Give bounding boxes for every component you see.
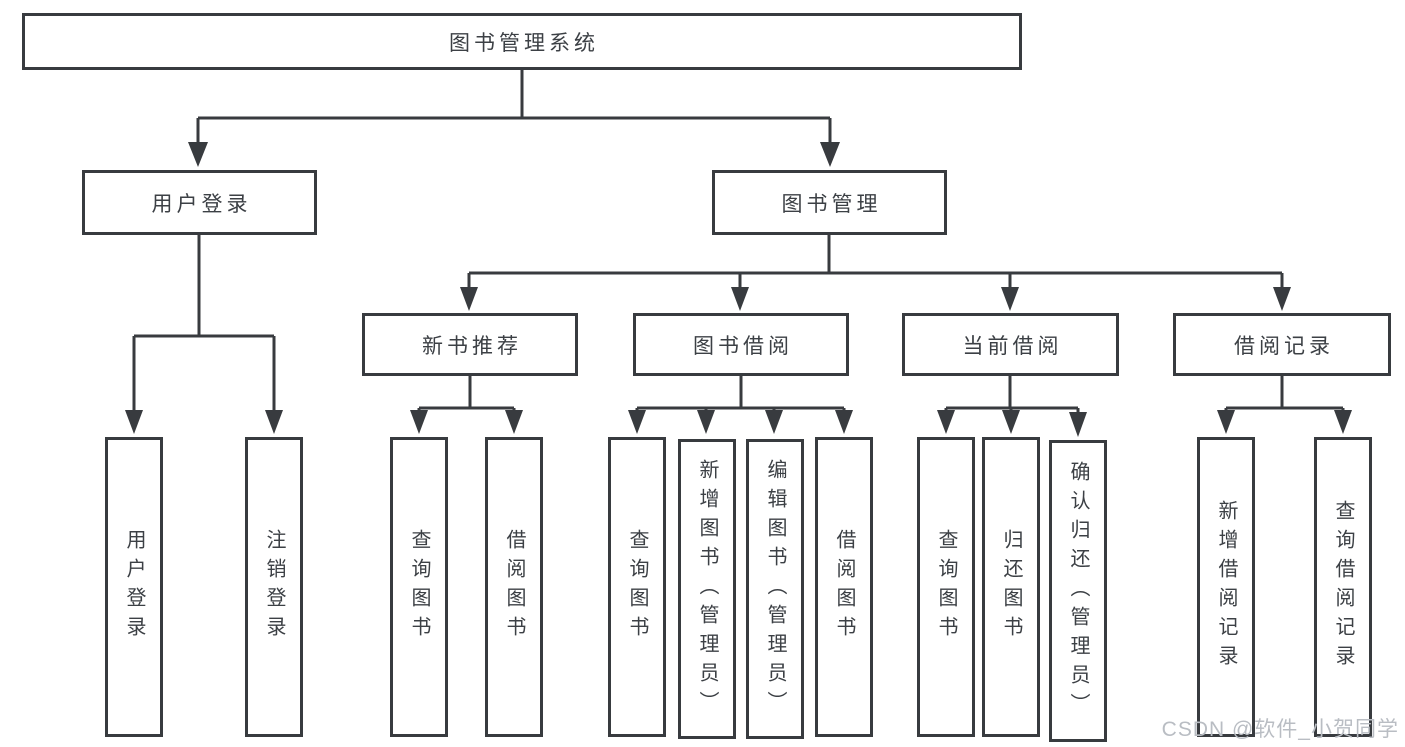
- arrow-down-icon: [505, 410, 523, 434]
- arrow-down-icon: [1069, 412, 1087, 437]
- arrow-down-icon: [835, 410, 853, 434]
- node-current-borrow-label: 当前借阅: [962, 334, 1063, 358]
- arrow-down-icon: [765, 410, 783, 434]
- node-root: 图书管理系统: [22, 13, 1022, 70]
- arrow-down-icon: [628, 410, 646, 434]
- arrow-down-icon: [1217, 410, 1235, 434]
- arrow-down-icon: [1002, 410, 1020, 434]
- arrow-down-icon: [125, 410, 143, 434]
- arrowheads: [125, 142, 1352, 437]
- leaf-confirm-return-admin: 确认归还（管理员）: [1049, 440, 1107, 742]
- leaf-user-login-label: 用户登录: [123, 529, 145, 645]
- arrow-down-icon: [1001, 287, 1019, 311]
- arrow-down-icon: [188, 142, 208, 167]
- leaf-logout-label: 注销登录: [263, 529, 285, 645]
- leaf-borrow-books-recommend-label: 借阅图书: [503, 529, 525, 645]
- leaf-confirm-return-admin-label: 确认归还（管理员）: [1067, 460, 1089, 722]
- node-book-management: 图书管理: [712, 170, 947, 235]
- leaf-query-borrow-record: 查询借阅记录: [1314, 437, 1372, 737]
- leaf-query-books-current-label: 查询图书: [935, 529, 957, 645]
- leaf-query-books-current: 查询图书: [917, 437, 975, 737]
- csdn-watermark: CSDN @软件_小贺同学: [1161, 718, 1399, 741]
- connector-book-management: [467, 235, 1284, 288]
- node-user-login-label: 用户登录: [151, 192, 252, 216]
- arrow-down-icon: [460, 287, 478, 311]
- leaf-add-book-admin: 新增图书（管理员）: [678, 439, 736, 739]
- node-current-borrow: 当前借阅: [902, 313, 1119, 376]
- node-book-management-label: 图书管理: [781, 192, 882, 216]
- arrow-down-icon: [697, 410, 715, 434]
- leaf-query-books-borrow: 查询图书: [608, 437, 666, 737]
- connector-current-borrow: [944, 376, 1080, 413]
- leaf-add-borrow-record: 新增借阅记录: [1197, 437, 1255, 737]
- leaf-edit-book-admin-label: 编辑图书（管理员）: [764, 458, 786, 720]
- node-new-book-recommend: 新书推荐: [362, 313, 578, 376]
- arrow-down-icon: [265, 410, 283, 434]
- arrow-down-icon: [1273, 287, 1291, 311]
- leaf-add-borrow-record-label: 新增借阅记录: [1215, 500, 1237, 674]
- node-book-borrow: 图书借阅: [633, 313, 849, 376]
- connector-lines: [132, 70, 1345, 413]
- node-root-label: 图书管理系统: [449, 31, 599, 55]
- connector-borrow-records: [1224, 376, 1345, 411]
- arrow-down-icon: [731, 287, 749, 311]
- arrow-down-icon: [820, 142, 840, 167]
- leaf-add-book-admin-label: 新增图书（管理员）: [696, 458, 718, 720]
- leaf-query-books-borrow-label: 查询图书: [626, 529, 648, 645]
- arrow-down-icon: [1334, 410, 1352, 434]
- leaf-query-books-recommend: 查询图书: [390, 437, 448, 737]
- node-new-book-recommend-label: 新书推荐: [422, 334, 522, 358]
- node-book-borrow-label: 图书借阅: [693, 334, 793, 358]
- arrow-down-icon: [937, 410, 955, 434]
- connector-root: [196, 70, 832, 144]
- leaf-return-book: 归还图书: [982, 437, 1040, 737]
- leaf-user-login: 用户登录: [105, 437, 163, 737]
- leaf-return-book-label: 归还图书: [1000, 529, 1022, 645]
- leaf-borrow-books-recommend: 借阅图书: [485, 437, 543, 737]
- leaf-borrow-books-label: 借阅图书: [833, 529, 855, 645]
- node-borrow-records-label: 借阅记录: [1234, 334, 1334, 358]
- leaf-query-borrow-record-label: 查询借阅记录: [1332, 500, 1354, 674]
- node-borrow-records: 借阅记录: [1173, 313, 1391, 376]
- connector-book-borrow: [635, 376, 846, 411]
- connector-user-login: [132, 235, 276, 412]
- connector-new-book-recommend: [417, 376, 516, 411]
- arrow-down-icon: [410, 410, 428, 434]
- leaf-borrow-books: 借阅图书: [815, 437, 873, 737]
- leaf-query-books-recommend-label: 查询图书: [408, 529, 430, 645]
- node-user-login: 用户登录: [82, 170, 317, 235]
- leaf-edit-book-admin: 编辑图书（管理员）: [746, 439, 804, 739]
- leaf-logout: 注销登录: [245, 437, 303, 737]
